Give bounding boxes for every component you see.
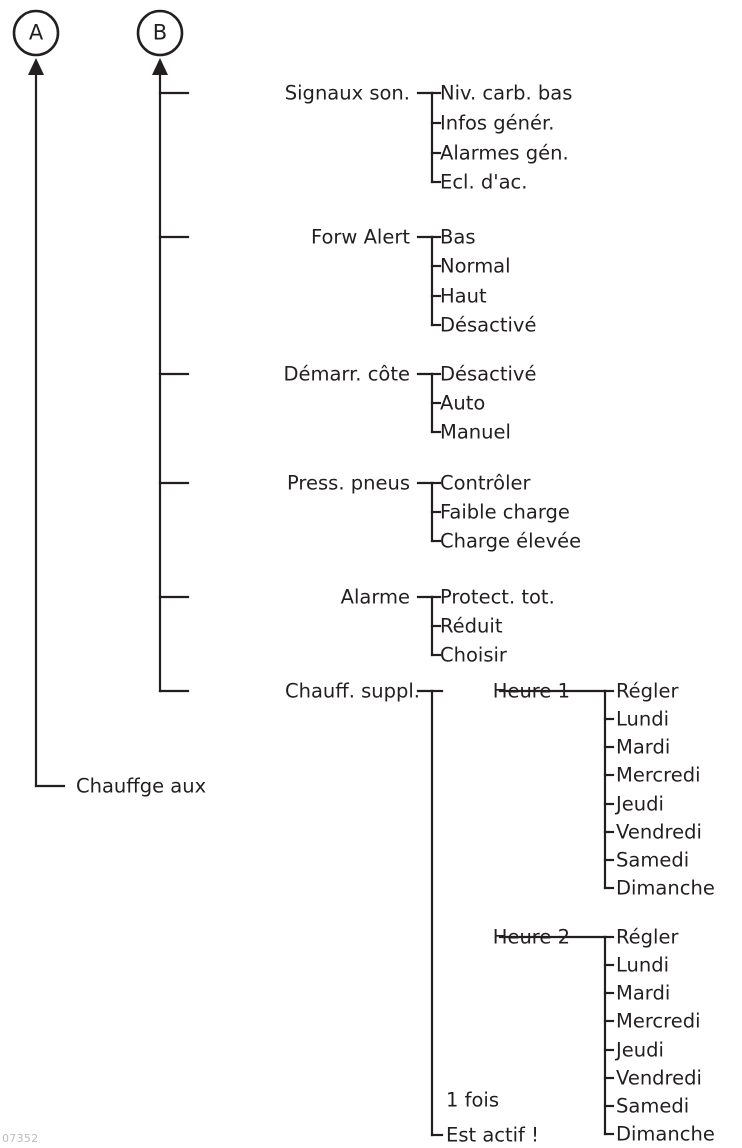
menu-item-ecl-d-ac-signaux-son[interactable]: Ecl. d'ac. (440, 170, 528, 194)
menu-item-dimanche-heure-1[interactable]: Dimanche (616, 876, 715, 900)
menu-item-heure-2[interactable]: Heure 2 (492, 925, 570, 949)
menu-item-mardi-heure-2[interactable]: Mardi (616, 981, 671, 1005)
menu-group-alarme[interactable]: Alarme (340, 585, 410, 609)
menu-item-bas-forw-alert[interactable]: Bas (440, 225, 476, 249)
footer-code: 07352 (2, 1132, 39, 1145)
menu-group-press-pneus[interactable]: Press. pneus (287, 471, 410, 495)
menu-item-choisir-alarme[interactable]: Choisir (440, 643, 507, 667)
menu-item-protect-tot-alarme[interactable]: Protect. tot. (440, 585, 555, 609)
node-circle-a[interactable] (12, 9, 60, 57)
menu-item-jeudi-heure-1[interactable]: Jeudi (616, 792, 664, 816)
arrow-to-node-a (28, 58, 44, 75)
menu-item-haut-forw-alert[interactable]: Haut (440, 284, 487, 308)
node-letter-a: A (28, 20, 44, 45)
menu-item-mardi-heure-1[interactable]: Mardi (616, 735, 671, 759)
menu-item-lundi-heure-2[interactable]: Lundi (616, 953, 670, 977)
menu-item-mercredi-heure-1[interactable]: Mercredi (616, 763, 701, 787)
menu-item-mercredi-heure-2[interactable]: Mercredi (616, 1009, 701, 1033)
menu-item-faible-charge-press-pneus[interactable]: Faible charge (440, 500, 570, 524)
menu-item-desactive-forw-alert[interactable]: Désactivé (440, 313, 537, 337)
menu-item-est-actif[interactable]: Est actif ! (446, 1123, 539, 1147)
menu-group-demarr-cote[interactable]: Démarr. côte (283, 362, 410, 386)
menu-item-samedi-heure-2[interactable]: Samedi (616, 1094, 690, 1118)
menu-item-charge-elevee-press-pneus[interactable]: Charge élevée (440, 529, 582, 553)
menu-item-regler-heure-2[interactable]: Régler (616, 925, 679, 949)
menu-item-heure-1[interactable]: Heure 1 (492, 679, 570, 703)
menu-item-1-fois[interactable]: 1 fois (446, 1088, 499, 1112)
node-circle-b[interactable] (136, 9, 184, 57)
menu-item-chauffge-aux[interactable]: Chauffge aux (76, 774, 207, 798)
menu-item-manuel-demarr-cote[interactable]: Manuel (440, 420, 511, 444)
menu-item-lundi-heure-1[interactable]: Lundi (616, 707, 670, 731)
menu-item-jeudi-heure-2[interactable]: Jeudi (616, 1038, 664, 1062)
menu-item-dimanche-heure-2[interactable]: Dimanche (616, 1122, 715, 1146)
menu-item-niv-carb-bas-signaux-son[interactable]: Niv. carb. bas (440, 81, 573, 105)
node-letter-b: B (152, 20, 168, 45)
menu-item-reduit-alarme[interactable]: Réduit (440, 614, 503, 638)
menu-group-chauff-suppl[interactable]: Chauff. suppl. (284, 679, 420, 703)
menu-item-normal-forw-alert[interactable]: Normal (440, 254, 511, 278)
menu-item-vendredi-heure-1[interactable]: Vendredi (616, 820, 702, 844)
menu-item-controler-press-pneus[interactable]: Contrôler (440, 471, 531, 495)
menu-item-alarmes-gen-signaux-son[interactable]: Alarmes gén. (440, 141, 569, 165)
menu-item-vendredi-heure-2[interactable]: Vendredi (616, 1066, 702, 1090)
menu-group-signaux-son[interactable]: Signaux son. (284, 81, 410, 105)
menu-group-forw-alert[interactable]: Forw Alert (310, 225, 410, 249)
menu-item-samedi-heure-1[interactable]: Samedi (616, 848, 690, 872)
arrow-to-node-b (152, 58, 168, 75)
menu-item-desactive-demarr-cote[interactable]: Désactivé (440, 362, 537, 386)
menu-item-auto-demarr-cote[interactable]: Auto (440, 391, 486, 415)
menu-item-regler-heure-1[interactable]: Régler (616, 679, 679, 703)
menu-item-infos-gener-signaux-son[interactable]: Infos génér. (440, 111, 555, 135)
